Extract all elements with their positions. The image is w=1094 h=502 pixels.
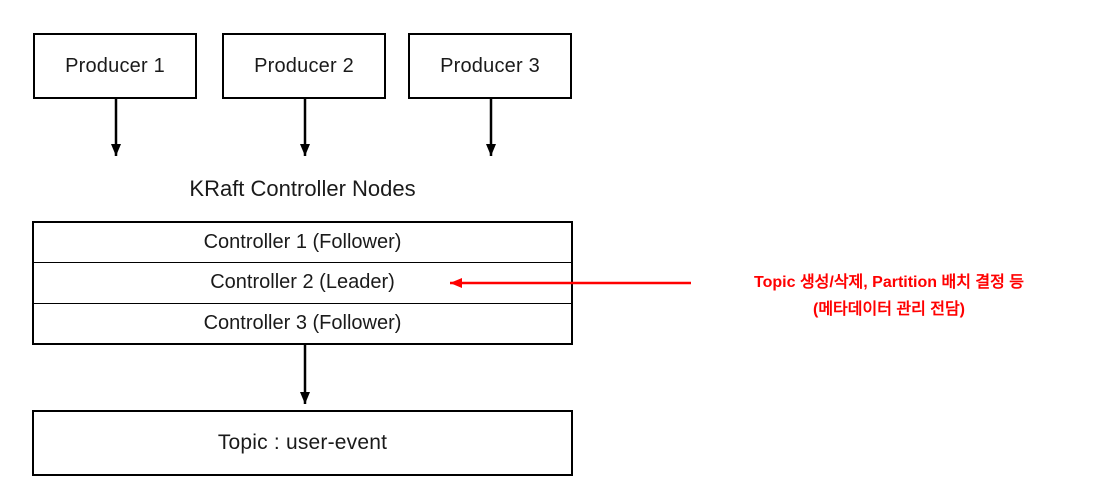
- controller-3-label: Controller 3 (Follower): [203, 311, 402, 334]
- controller-row-follower-1: Controller 1 (Follower): [34, 223, 571, 262]
- producer-1-box: Producer 1: [33, 33, 197, 99]
- producer-3-box: Producer 3: [408, 33, 572, 99]
- controller-row-follower-3: Controller 3 (Follower): [34, 302, 571, 343]
- producer-2-box: Producer 2: [222, 33, 386, 99]
- annotation-line-2: (메타데이터 관리 전담): [812, 301, 966, 318]
- topic-label: Topic : user-event: [217, 431, 388, 454]
- annotation-line-1: Topic 생성/삭제, Partition 배치 결정 등: [754, 274, 1024, 291]
- producer-3-label: Producer 3: [440, 54, 540, 77]
- topic-box: Topic : user-event: [32, 410, 573, 476]
- controller-stack-box: Controller 1 (Follower) Controller 2 (Le…: [32, 221, 573, 345]
- controller-1-label: Controller 1 (Follower): [203, 231, 402, 254]
- controller-group-title: KRaft Controller Nodes: [189, 176, 416, 201]
- producer-2-label: Producer 2: [254, 54, 354, 77]
- producer-1-label: Producer 1: [65, 54, 165, 77]
- leader-role-annotation: Topic 생성/삭제, Partition 배치 결정 등 (메타데이터 관리…: [697, 269, 1081, 323]
- controller-row-leader: Controller 2 (Leader): [34, 262, 571, 302]
- controller-2-label: Controller 2 (Leader): [210, 271, 395, 294]
